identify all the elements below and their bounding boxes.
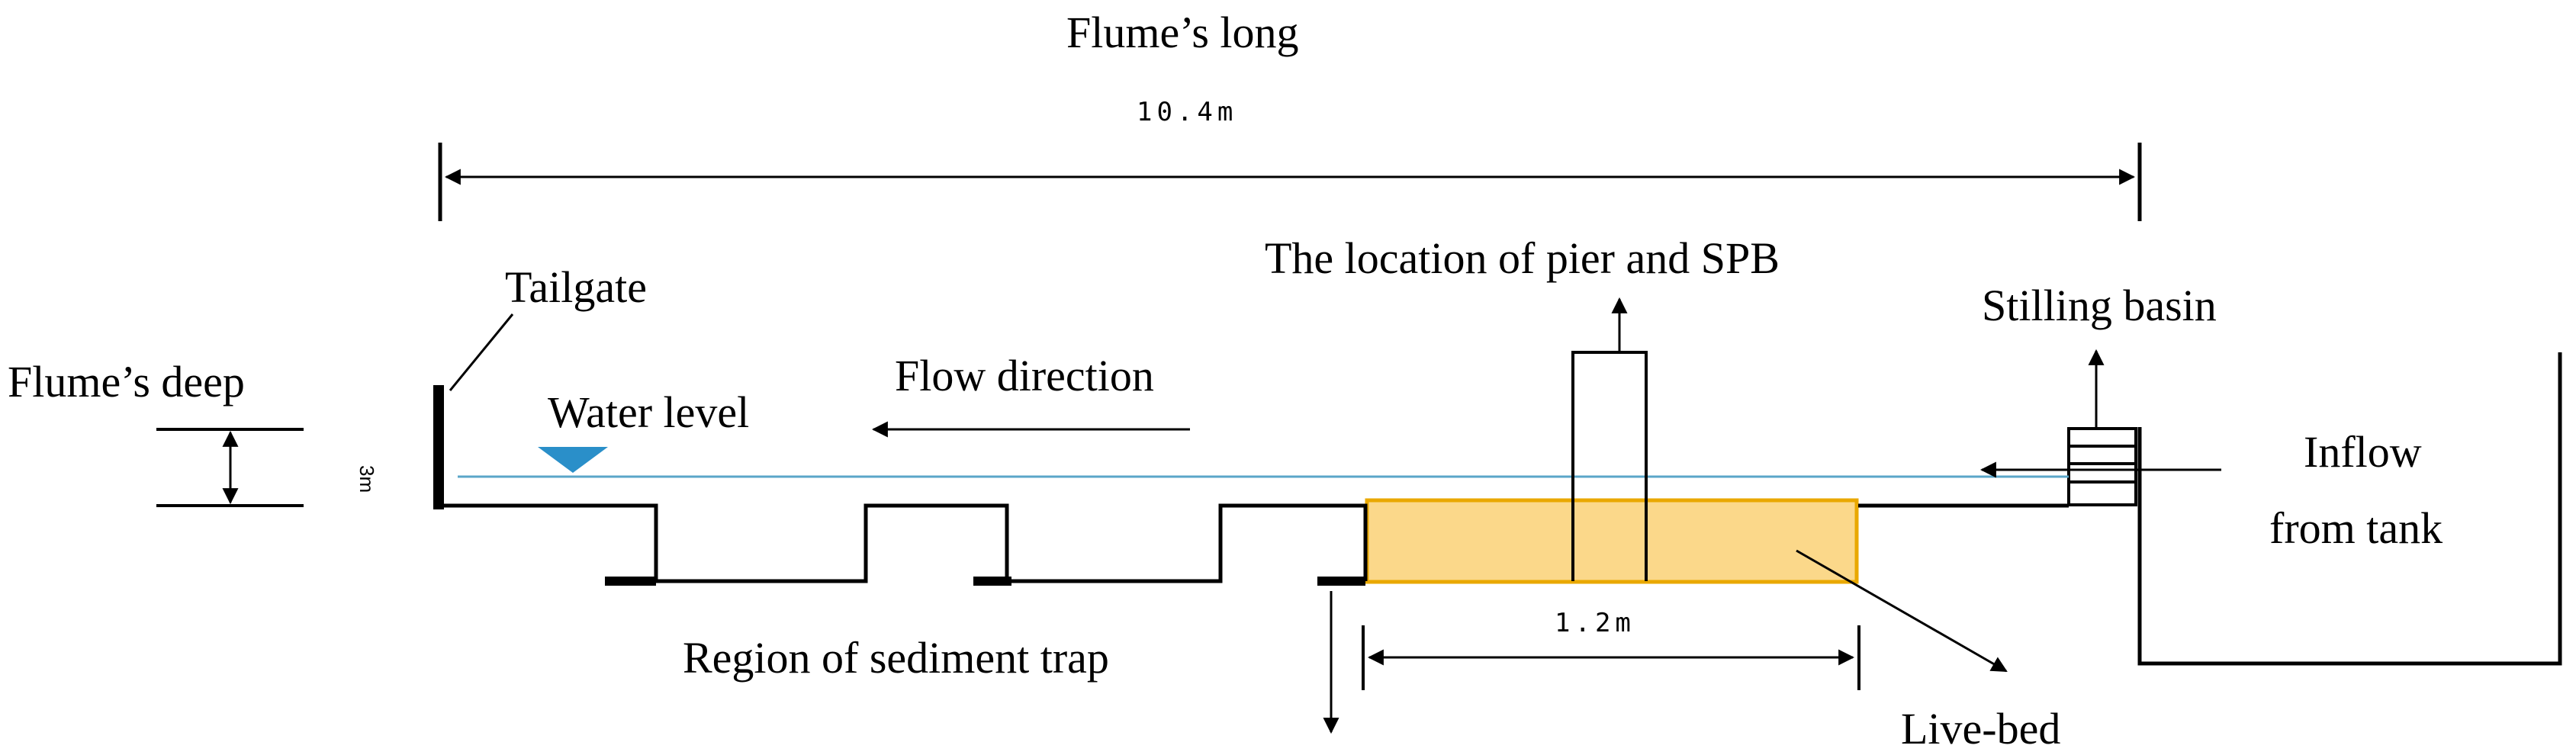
trap-foot-3: [1317, 577, 1365, 586]
live-bed-label: Live-bed: [1901, 704, 2060, 753]
stilling-basin-label: Stilling basin: [1982, 281, 2217, 330]
trap-foot-2: [973, 577, 1011, 586]
inflow-label-line1: Inflow: [2304, 427, 2422, 477]
tailgate-gate: [433, 385, 444, 509]
live-bed-arrow: [1796, 549, 2008, 673]
trap-foot-1: [605, 577, 656, 586]
water-level-label: Water level: [548, 387, 749, 437]
live-bed-length-value: 1.2m: [1555, 608, 1635, 638]
inflow-label-line2: from tank: [2269, 503, 2443, 553]
flume-long-value: 10.4m: [1137, 97, 1237, 127]
flow-direction-label: Flow direction: [895, 351, 1154, 400]
inflow-tank: [2137, 352, 2562, 666]
sediment-trap-label: Region of sediment trap: [683, 633, 1109, 683]
tailgate-label: Tailgate: [505, 262, 647, 312]
tailgate-leader-line: [449, 313, 514, 391]
flume-deep-label: Flume’s deep: [8, 357, 245, 406]
flume-bed-profile: [444, 503, 1368, 583]
flume-long-title: Flume’s long: [1066, 8, 1299, 57]
depth-value: 3m: [355, 465, 378, 493]
pier-location-label: The location of pier and SPB: [1265, 233, 1780, 283]
water-level-marker: [538, 447, 608, 473]
stilling-basin-screen: [2067, 427, 2137, 506]
pier-structure: [1571, 351, 1648, 581]
live-bed-region: [1365, 498, 1859, 584]
